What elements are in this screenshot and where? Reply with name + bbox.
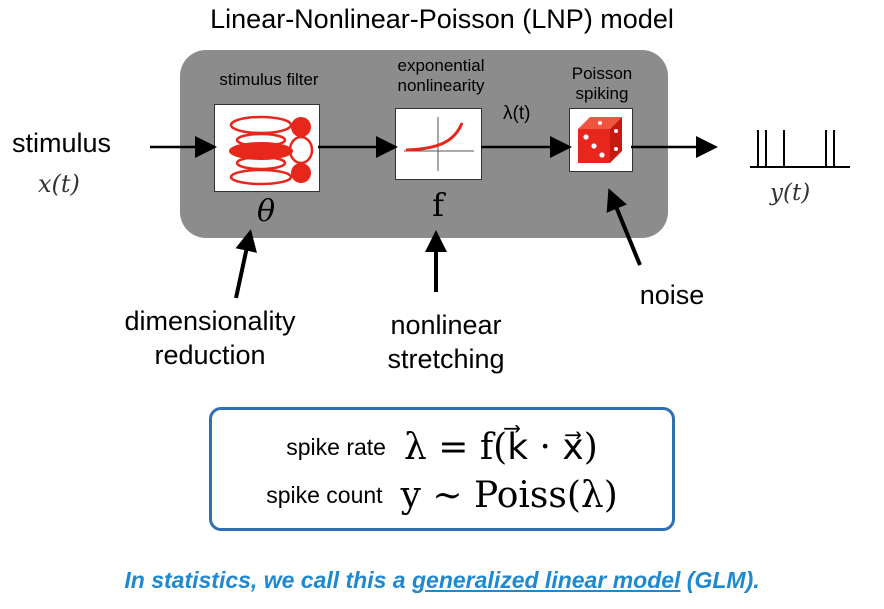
glm-link[interactable]: generalized linear model [412, 567, 681, 593]
rate-lambda-label: λ(t) [503, 103, 531, 124]
formula-count-row: spike count y ∼ Poiss(λ) [212, 470, 672, 520]
caption-post: (GLM). [680, 567, 760, 593]
spike-rate-label: spike rate [286, 433, 386, 460]
spike-train [750, 130, 850, 168]
annotation-dimensionality: dimensionality reduction [124, 306, 296, 370]
output-symbol: y(t) [770, 180, 811, 206]
stimulus-label: stimulus [12, 128, 112, 158]
exponential-curve-icon [404, 117, 474, 171]
formula-rate-row: spike rate λ = f(k⃗ · x⃗) [212, 422, 672, 472]
stage-label-nonlinearity: exponential nonlinearity [397, 56, 485, 95]
spike-rate-equation: λ = f(k⃗ · x⃗) [403, 426, 598, 468]
annotation-noise: noise [639, 280, 705, 310]
annotation-nonlinear: nonlinear stretching [387, 310, 505, 374]
theta-symbol: θ [256, 194, 276, 229]
formula-box: spike rate λ = f(k⃗ · x⃗) spike count y … [209, 407, 675, 531]
caption: In statistics, we call this a generalize… [0, 567, 884, 594]
stage-label-filter: stimulus filter [219, 70, 319, 89]
stimulus-filter-box [214, 104, 320, 192]
dice-icon [578, 117, 622, 163]
filter-ellipses-icon [229, 115, 314, 186]
poisson-box [569, 108, 633, 172]
diagram-title: Linear-Nonlinear-Poisson (LNP) model [210, 4, 674, 34]
arrow-dimensionality [234, 229, 257, 299]
spike-count-label: spike count [266, 481, 383, 508]
stimulus-symbol: x(t) [38, 170, 80, 198]
nonlinearity-box [395, 108, 482, 180]
f-symbol: f [432, 186, 444, 224]
caption-pre: In statistics, we call this a [124, 567, 412, 593]
arrow-noise [606, 188, 642, 266]
stage-label-poisson: Poisson spiking [571, 64, 633, 103]
spike-count-equation: y ∼ Poiss(λ) [400, 474, 618, 516]
